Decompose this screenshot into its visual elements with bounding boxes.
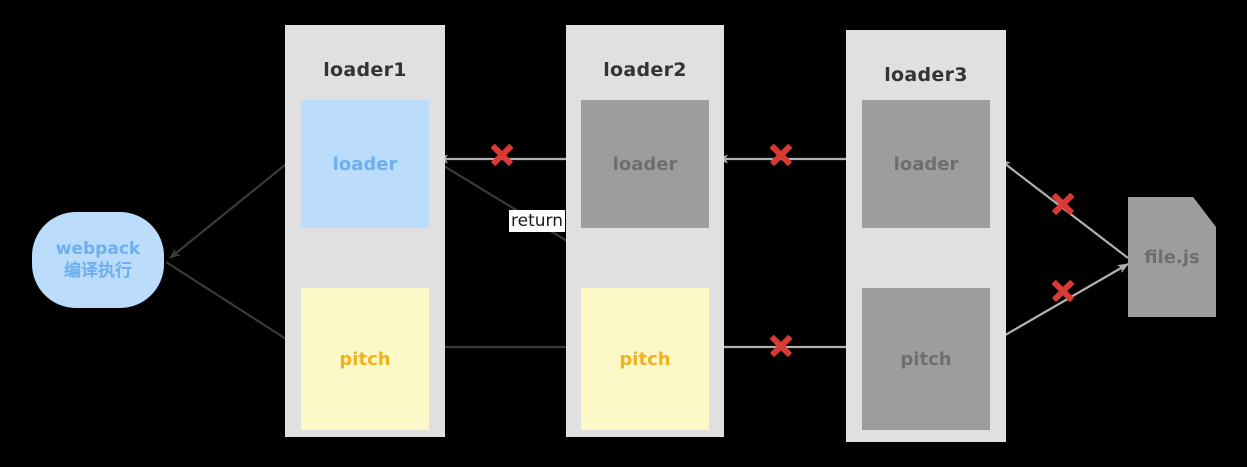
edge-label-return: return	[509, 210, 565, 233]
edge-loader1-loader-to-webpack	[169, 151, 302, 259]
loader3-loader-box[interactable]: loader	[862, 100, 990, 228]
file-js-node[interactable]: file.js	[1128, 197, 1216, 317]
block-x-filejs-to-loader3-icon	[1050, 191, 1076, 217]
block-x-loader3-pitch-to-filejs-icon	[1050, 278, 1076, 304]
webpack-node[interactable]: webpack 编译执行	[32, 212, 164, 308]
panel-loader1[interactable]: loader1 loader pitch	[285, 25, 445, 437]
loader3-pitch-label: pitch	[900, 348, 952, 370]
webpack-node-line2: 编译执行	[64, 261, 132, 281]
panel-loader2[interactable]: loader2 loader pitch	[566, 25, 724, 437]
loader1-pitch-box[interactable]: pitch	[301, 288, 429, 430]
panel-loader2-title: loader2	[603, 59, 687, 81]
loader1-loader-label: loader	[332, 153, 398, 175]
loader2-pitch-box[interactable]: pitch	[581, 288, 709, 430]
block-x-loader3-to-loader2-icon	[768, 142, 794, 168]
loader3-loader-label: loader	[893, 153, 959, 175]
panel-loader1-title: loader1	[323, 59, 407, 81]
loader2-pitch-label: pitch	[619, 348, 671, 370]
file-js-label: file.js	[1144, 246, 1200, 268]
loader1-pitch-label: pitch	[339, 348, 391, 370]
block-x-loader2-pitch-to-loader3-pitch-icon	[768, 333, 794, 359]
loader1-loader-box[interactable]: loader	[301, 100, 429, 228]
webpack-node-line1: webpack	[55, 238, 141, 259]
loader3-pitch-box[interactable]: pitch	[862, 288, 990, 430]
block-x-loader2-to-loader1-icon	[489, 142, 515, 168]
loader2-loader-box[interactable]: loader	[581, 100, 709, 228]
edge-webpack-to-loader1-pitch	[165, 261, 301, 349]
edge-loader3-pitch-to-filejs	[987, 263, 1129, 346]
loader2-loader-label: loader	[612, 153, 678, 175]
panel-loader3-title: loader3	[884, 64, 968, 86]
panel-loader3[interactable]: loader3 loader pitch	[846, 30, 1006, 442]
